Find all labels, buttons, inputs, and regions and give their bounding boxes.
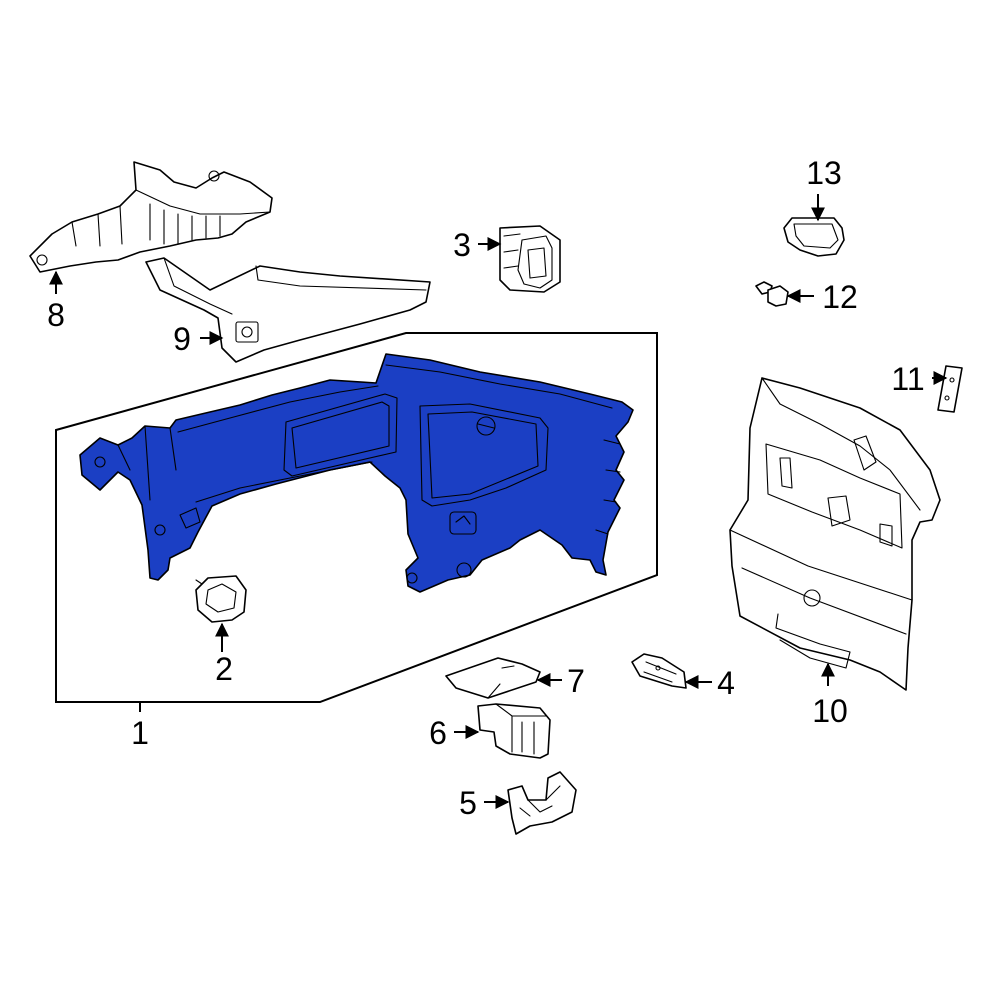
part-1-group-box [55,332,658,703]
part-8-reinforcement[interactable] [29,161,273,273]
part-6-bracket[interactable] [477,703,551,759]
trim-panel-bolt-hole-3 [94,456,106,468]
callout-5[interactable]: 5 [459,785,477,821]
callout-4[interactable]: 4 [717,665,735,701]
trim-panel-left-window [283,393,398,477]
trim-panel-right-window [419,403,549,507]
callout-7[interactable]: 7 [567,663,585,699]
part-12-pin[interactable] [755,281,789,307]
callout-12[interactable]: 12 [822,279,858,315]
part-7-cover[interactable] [445,657,541,699]
callout-11[interactable]: 11 [891,361,924,397]
trim-panel-square-cutout [449,511,477,535]
trim-panel-right-window-inner [427,411,539,499]
trim-panel-upper-ridge [177,385,379,433]
callout-1[interactable]: 1 [131,715,149,751]
trim-panel-bolt-hole-2 [406,572,418,584]
trim-panel-clip-slot [179,507,201,529]
callout-6[interactable]: 6 [429,715,447,751]
trim-panel-round-fixture-line [477,423,495,429]
callout-2[interactable]: 2 [215,651,233,687]
part-10-rear-panel[interactable] [729,377,941,691]
part-9-extension[interactable] [145,257,431,363]
part-4-bracket[interactable] [631,653,687,689]
callout-13[interactable]: 13 [806,155,842,191]
trim-panel-bolt-hole-4 [154,524,166,536]
trim-panel-left-flange [117,425,177,501]
trim-panel-body[interactable] [79,353,634,593]
part-3-clip[interactable] [499,225,561,293]
part-5-bracket[interactable] [507,771,577,835]
trim-panel-lower-ridge [195,461,373,503]
part-1-trim-panel[interactable] [79,353,634,593]
part-2-bracket[interactable] [195,575,247,623]
callout-10[interactable]: 10 [812,693,848,729]
callout-9[interactable]: 9 [173,321,191,357]
trim-panel-bolt-hole-1 [456,562,472,578]
trim-panel-left-window-inner [291,401,390,469]
callout-3[interactable]: 3 [453,227,471,263]
part-11-clip[interactable] [937,365,963,413]
part-13-handle-bezel[interactable] [783,217,845,257]
trim-panel-round-fixture [476,416,496,436]
trim-panel-right-tabs [595,439,621,535]
trim-panel-cutout-mark [455,515,471,525]
trim-panel-top-edge [385,364,613,409]
callout-8[interactable]: 8 [47,297,65,333]
